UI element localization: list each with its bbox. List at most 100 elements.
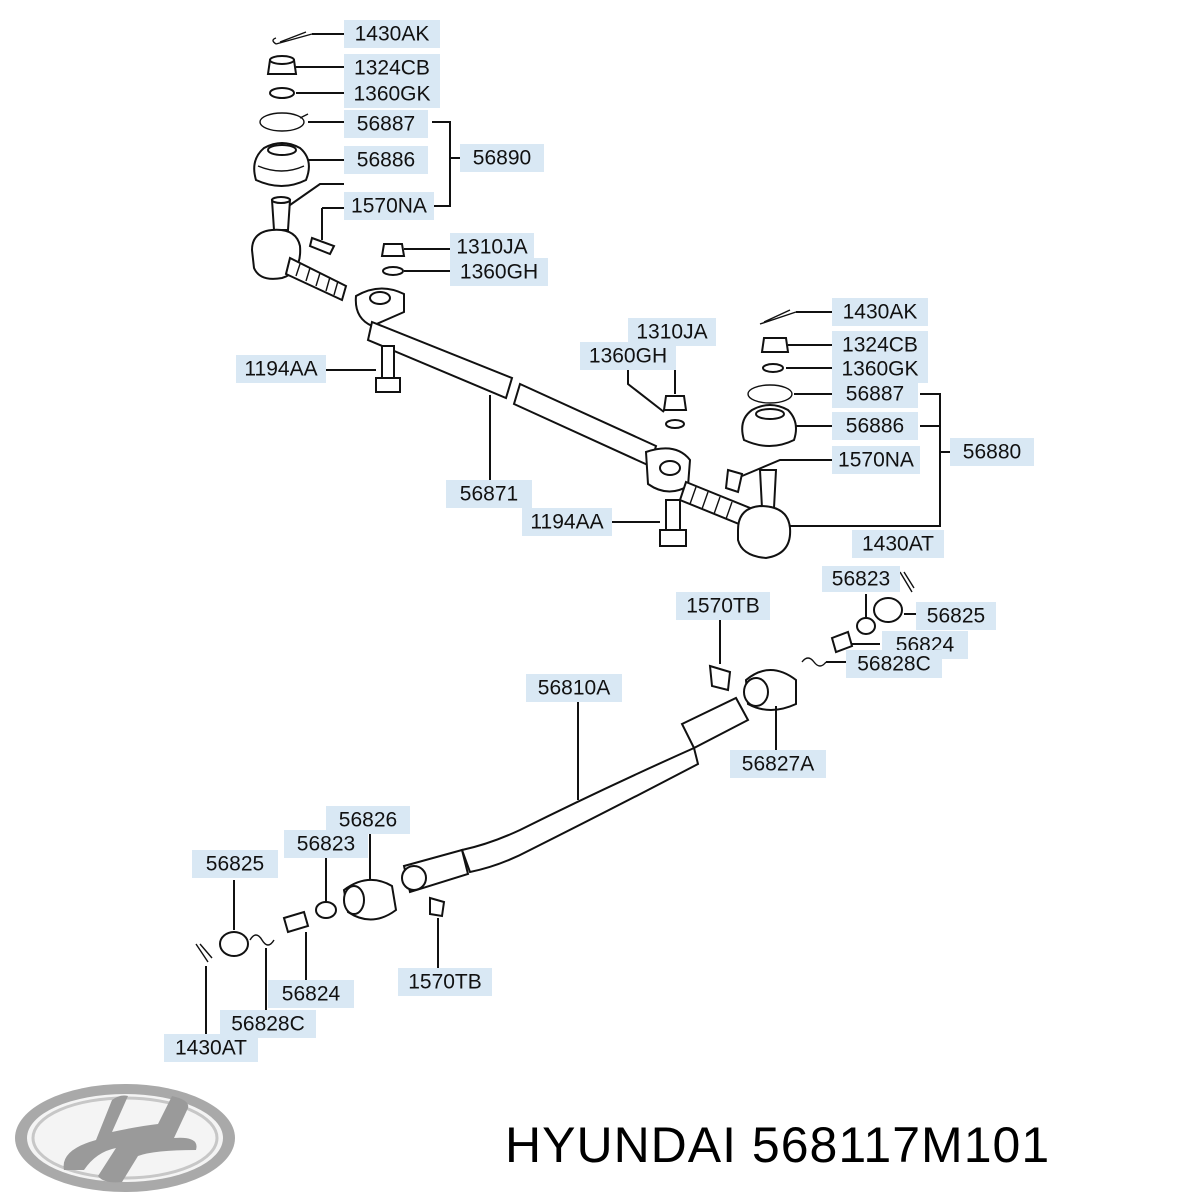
nut-top-mid: [380, 243, 406, 257]
ball-seat-left: [282, 910, 310, 934]
grease-nipple-top-left: [308, 207, 344, 256]
label-1430at-right: 1430AT: [852, 530, 944, 558]
label-56823-left: 56823: [284, 830, 368, 858]
svg-text:1194AA: 1194AA: [244, 358, 317, 381]
svg-text:1310JA: 1310JA: [636, 321, 707, 344]
svg-text:56810A: 56810A: [538, 677, 610, 700]
svg-text:1570NA: 1570NA: [838, 449, 914, 472]
label-1360gh-top: 1360GH: [450, 258, 548, 286]
grease-nipple-lower-left: [429, 896, 446, 918]
washer-top-left: [269, 87, 295, 99]
svg-text:1430AT: 1430AT: [175, 1037, 247, 1060]
tie-rod-end-top-left: [250, 196, 348, 302]
svg-text:56890: 56890: [473, 147, 531, 170]
socket-left: [342, 879, 398, 921]
svg-text:56823: 56823: [297, 833, 355, 856]
svg-text:56828C: 56828C: [857, 653, 931, 676]
label-1430ak-top: 1430AK: [344, 20, 440, 48]
seat-right: [856, 617, 876, 635]
svg-text:1310JA: 1310JA: [456, 236, 527, 259]
label-56828c-left: 56828C: [220, 1010, 316, 1038]
center-rod: [354, 287, 692, 493]
label-56825-right: 56825: [916, 602, 996, 630]
label-56887-top: 56887: [344, 110, 428, 138]
svg-text:1430AT: 1430AT: [862, 533, 934, 556]
svg-text:56825: 56825: [206, 853, 264, 876]
label-56826: 56826: [326, 806, 410, 834]
cotter-pin-lower-right: [899, 571, 915, 593]
svg-text:1360GK: 1360GK: [353, 83, 430, 106]
svg-text:56880: 56880: [963, 441, 1021, 464]
cotter-pin-lower-left: [195, 943, 213, 963]
label-1360gk-right: 1360GK: [832, 355, 928, 383]
tie-rod-end-right: [678, 469, 792, 560]
dust-boot-right: [741, 404, 797, 447]
washer-top-mid: [382, 266, 404, 276]
label-1570na-top: 1570NA: [344, 192, 434, 220]
label-1570tb-bottom: 1570TB: [398, 968, 492, 996]
svg-text:56823: 56823: [832, 568, 890, 591]
nut-mid: [662, 395, 688, 429]
svg-text:56871: 56871: [460, 483, 518, 506]
label-56887-right: 56887: [832, 380, 918, 408]
snap-ring-top-left: [259, 112, 309, 132]
svg-text:56887: 56887: [357, 113, 415, 136]
label-1430at-left: 1430AT: [164, 1034, 258, 1062]
label-56824-left: 56824: [268, 980, 354, 1008]
label-56823-right: 56823: [822, 566, 900, 592]
ball-seat-right: [830, 630, 854, 654]
label-1324cb-top: 1324CB: [344, 54, 440, 82]
grease-nipple-right: [724, 468, 744, 494]
svg-text:56825: 56825: [927, 605, 985, 628]
socket-right: [743, 669, 797, 711]
svg-text:1324CB: 1324CB: [842, 334, 918, 357]
label-56827a: 56827A: [730, 750, 826, 778]
castle-nut-top-left: [266, 55, 298, 75]
label-1324cb-right: 1324CB: [832, 331, 928, 359]
label-56871: 56871: [446, 480, 532, 508]
caption-title: HYUNDAI 568117M101: [505, 1117, 1051, 1173]
svg-text:1360GH: 1360GH: [460, 261, 538, 284]
label-56886-right: 56886: [832, 412, 918, 440]
svg-text:1360GH: 1360GH: [589, 345, 667, 368]
plug-left: [219, 931, 249, 957]
svg-text:1430AK: 1430AK: [355, 23, 430, 46]
label-56880: 56880: [950, 438, 1034, 466]
label-1310ja-top: 1310JA: [450, 233, 534, 261]
label-56886-top: 56886: [344, 146, 428, 174]
label-56828c-right: 56828C: [846, 650, 942, 678]
svg-text:56887: 56887: [846, 383, 904, 406]
label-56825-left: 56825: [192, 850, 278, 878]
svg-text:1570TB: 1570TB: [686, 595, 760, 618]
dust-boot-top-left: [253, 142, 310, 187]
svg-text:1430AK: 1430AK: [843, 301, 918, 324]
plug-right: [873, 597, 903, 623]
svg-text:56886: 56886: [846, 415, 904, 438]
svg-text:1570TB: 1570TB: [408, 971, 482, 994]
label-1570tb-top: 1570TB: [676, 592, 770, 620]
label-1194aa-mid: 1194AA: [522, 508, 612, 536]
cotter-pin-top-left: [272, 31, 313, 45]
label-56810a: 56810A: [526, 674, 622, 702]
spring-right: [801, 657, 827, 667]
drag-link: [401, 696, 750, 894]
bolt-left: [375, 345, 401, 393]
cotter-pin-right: [759, 309, 797, 325]
svg-text:56827A: 56827A: [742, 753, 814, 776]
svg-text:1324CB: 1324CB: [354, 57, 430, 80]
svg-text:1360GK: 1360GK: [841, 358, 918, 381]
label-1310ja-mid: 1310JA: [628, 318, 716, 346]
label-56890: 56890: [460, 144, 544, 172]
bolt-mid: [659, 499, 687, 547]
svg-text:56886: 56886: [357, 149, 415, 172]
label-1360gh-mid: 1360GH: [580, 342, 676, 370]
svg-text:56826: 56826: [339, 809, 397, 832]
hyundai-logo-icon: [15, 1084, 235, 1192]
svg-text:56828C: 56828C: [231, 1013, 305, 1036]
label-1194aa-left: 1194AA: [236, 355, 326, 383]
label-1430ak-right: 1430AK: [832, 298, 928, 326]
svg-text:56824: 56824: [282, 983, 341, 1006]
grease-nipple-lower-right: [708, 664, 732, 692]
label-1570na-right: 1570NA: [832, 446, 920, 474]
